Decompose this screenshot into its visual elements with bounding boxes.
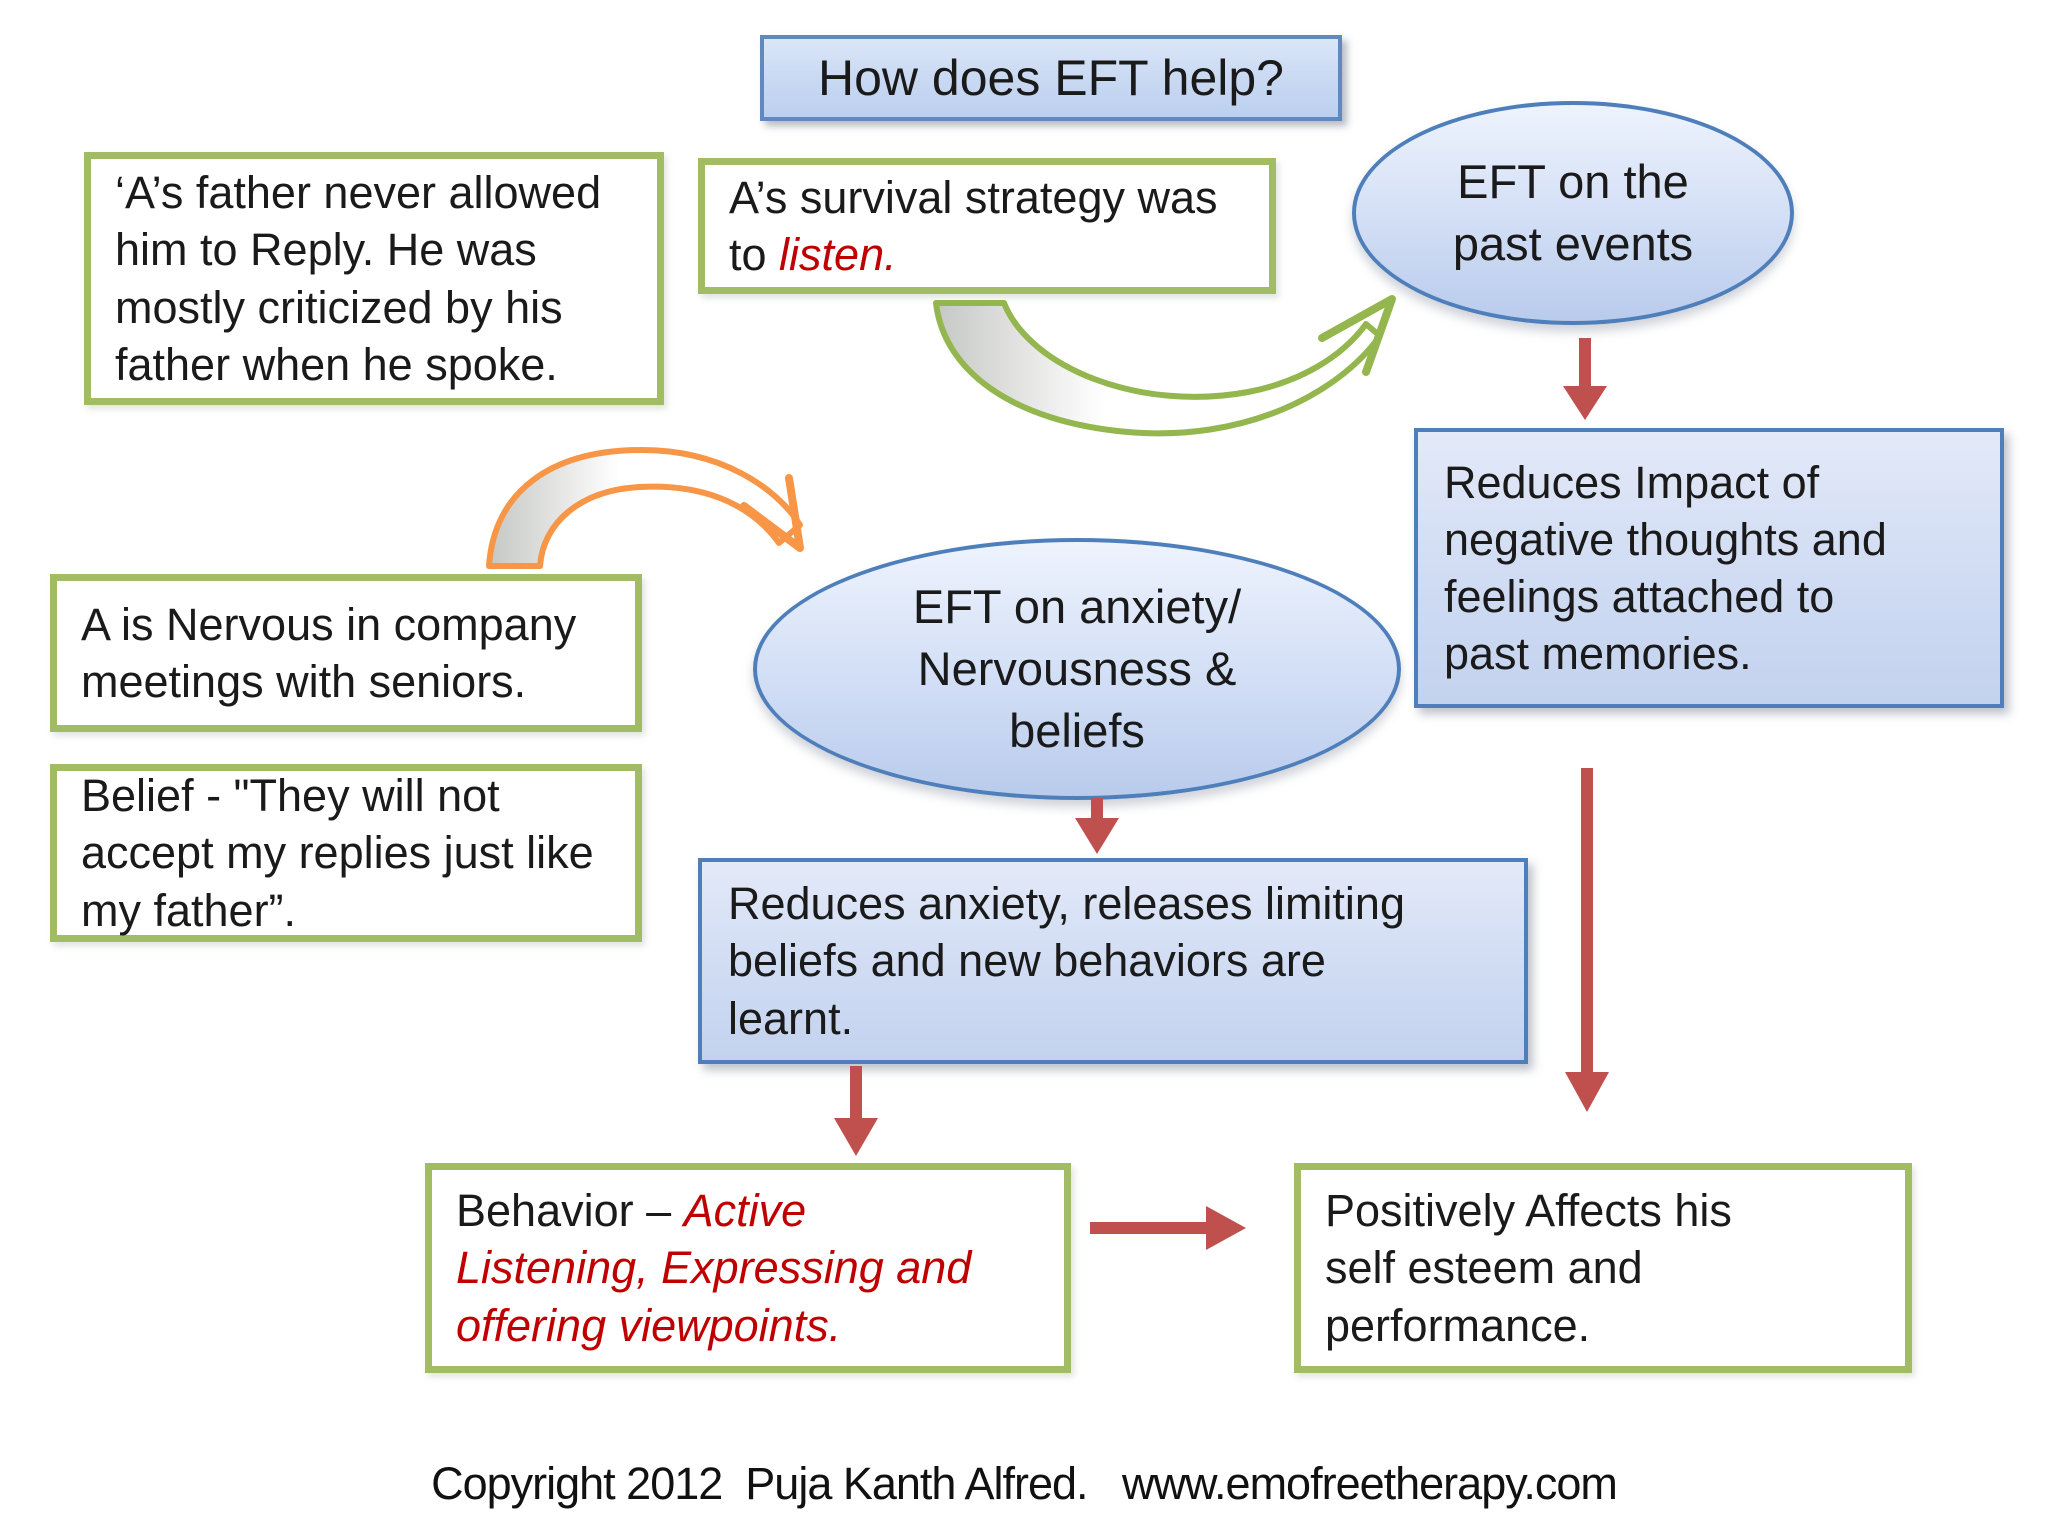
father-history-box: ‘A’s father never allowed him to Reply. …: [84, 152, 664, 405]
eft-past-events-ellipse: EFT on the past events: [1352, 101, 1794, 325]
behavior-text-red: Active Listening, Expressing and offerin…: [456, 1185, 972, 1351]
arrow-behavior-to-positive: [1090, 1206, 1246, 1250]
green-curved-arrow: [933, 295, 1396, 437]
positively-affects-box: Positively Affects his self esteem and p…: [1294, 1163, 1912, 1373]
reduces-impact-box: Reduces Impact of negative thoughts and …: [1414, 428, 2004, 708]
belief-box: Belief - "They will not accept my replie…: [50, 764, 642, 942]
survival-text-red: listen.: [779, 229, 897, 280]
arrow-reduces-to-behavior: [834, 1066, 878, 1156]
eft-anxiety-ellipse: EFT on anxiety/ Nervousness & beliefs: [753, 538, 1401, 800]
behavior-text-black: Behavior –: [456, 1185, 684, 1237]
survival-strategy-text: A’s survival strategy was to listen.: [729, 169, 1218, 283]
orange-curved-arrow: [486, 447, 804, 569]
survival-strategy-box: A’s survival strategy was to listen.: [698, 158, 1276, 294]
eft-past-events-text: EFT on the past events: [1452, 154, 1694, 270]
arrow-past-to-impact: [1563, 338, 1607, 420]
nervous-box: A is Nervous in company meetings with se…: [50, 574, 642, 732]
copyright-footer: Copyright 2012 Puja Kanth Alfred. www.em…: [431, 1458, 1618, 1509]
behavior-box: Behavior – Active Listening, Expressing …: [425, 1163, 1071, 1373]
behavior-text: Behavior – Active Listening, Expressing …: [456, 1182, 971, 1353]
survival-text-black: A’s survival strategy was to: [729, 171, 1218, 280]
reduces-anxiety-box: Reduces anxiety, releases limiting belie…: [698, 858, 1528, 1064]
positively-affects-text: Positively Affects his self esteem and p…: [1325, 1185, 1732, 1351]
nervous-text: A is Nervous in company meetings with se…: [81, 598, 577, 707]
reduces-impact-text: Reduces Impact of negative thoughts and …: [1444, 456, 1887, 680]
arrow-impact-to-positive: [1565, 768, 1609, 1112]
belief-text: Belief - "They will not accept my replie…: [81, 770, 594, 936]
father-history-text: ‘A’s father never allowed him to Reply. …: [115, 167, 602, 390]
eft-anxiety-text: EFT on anxiety/ Nervousness & beliefs: [912, 579, 1242, 758]
reduces-anxiety-text: Reduces anxiety, releases limiting belie…: [728, 878, 1405, 1044]
title-box: How does EFT help?: [760, 35, 1342, 121]
arrow-anxiety-to-reduces: [1075, 798, 1119, 854]
page-title: How does EFT help?: [818, 50, 1284, 106]
